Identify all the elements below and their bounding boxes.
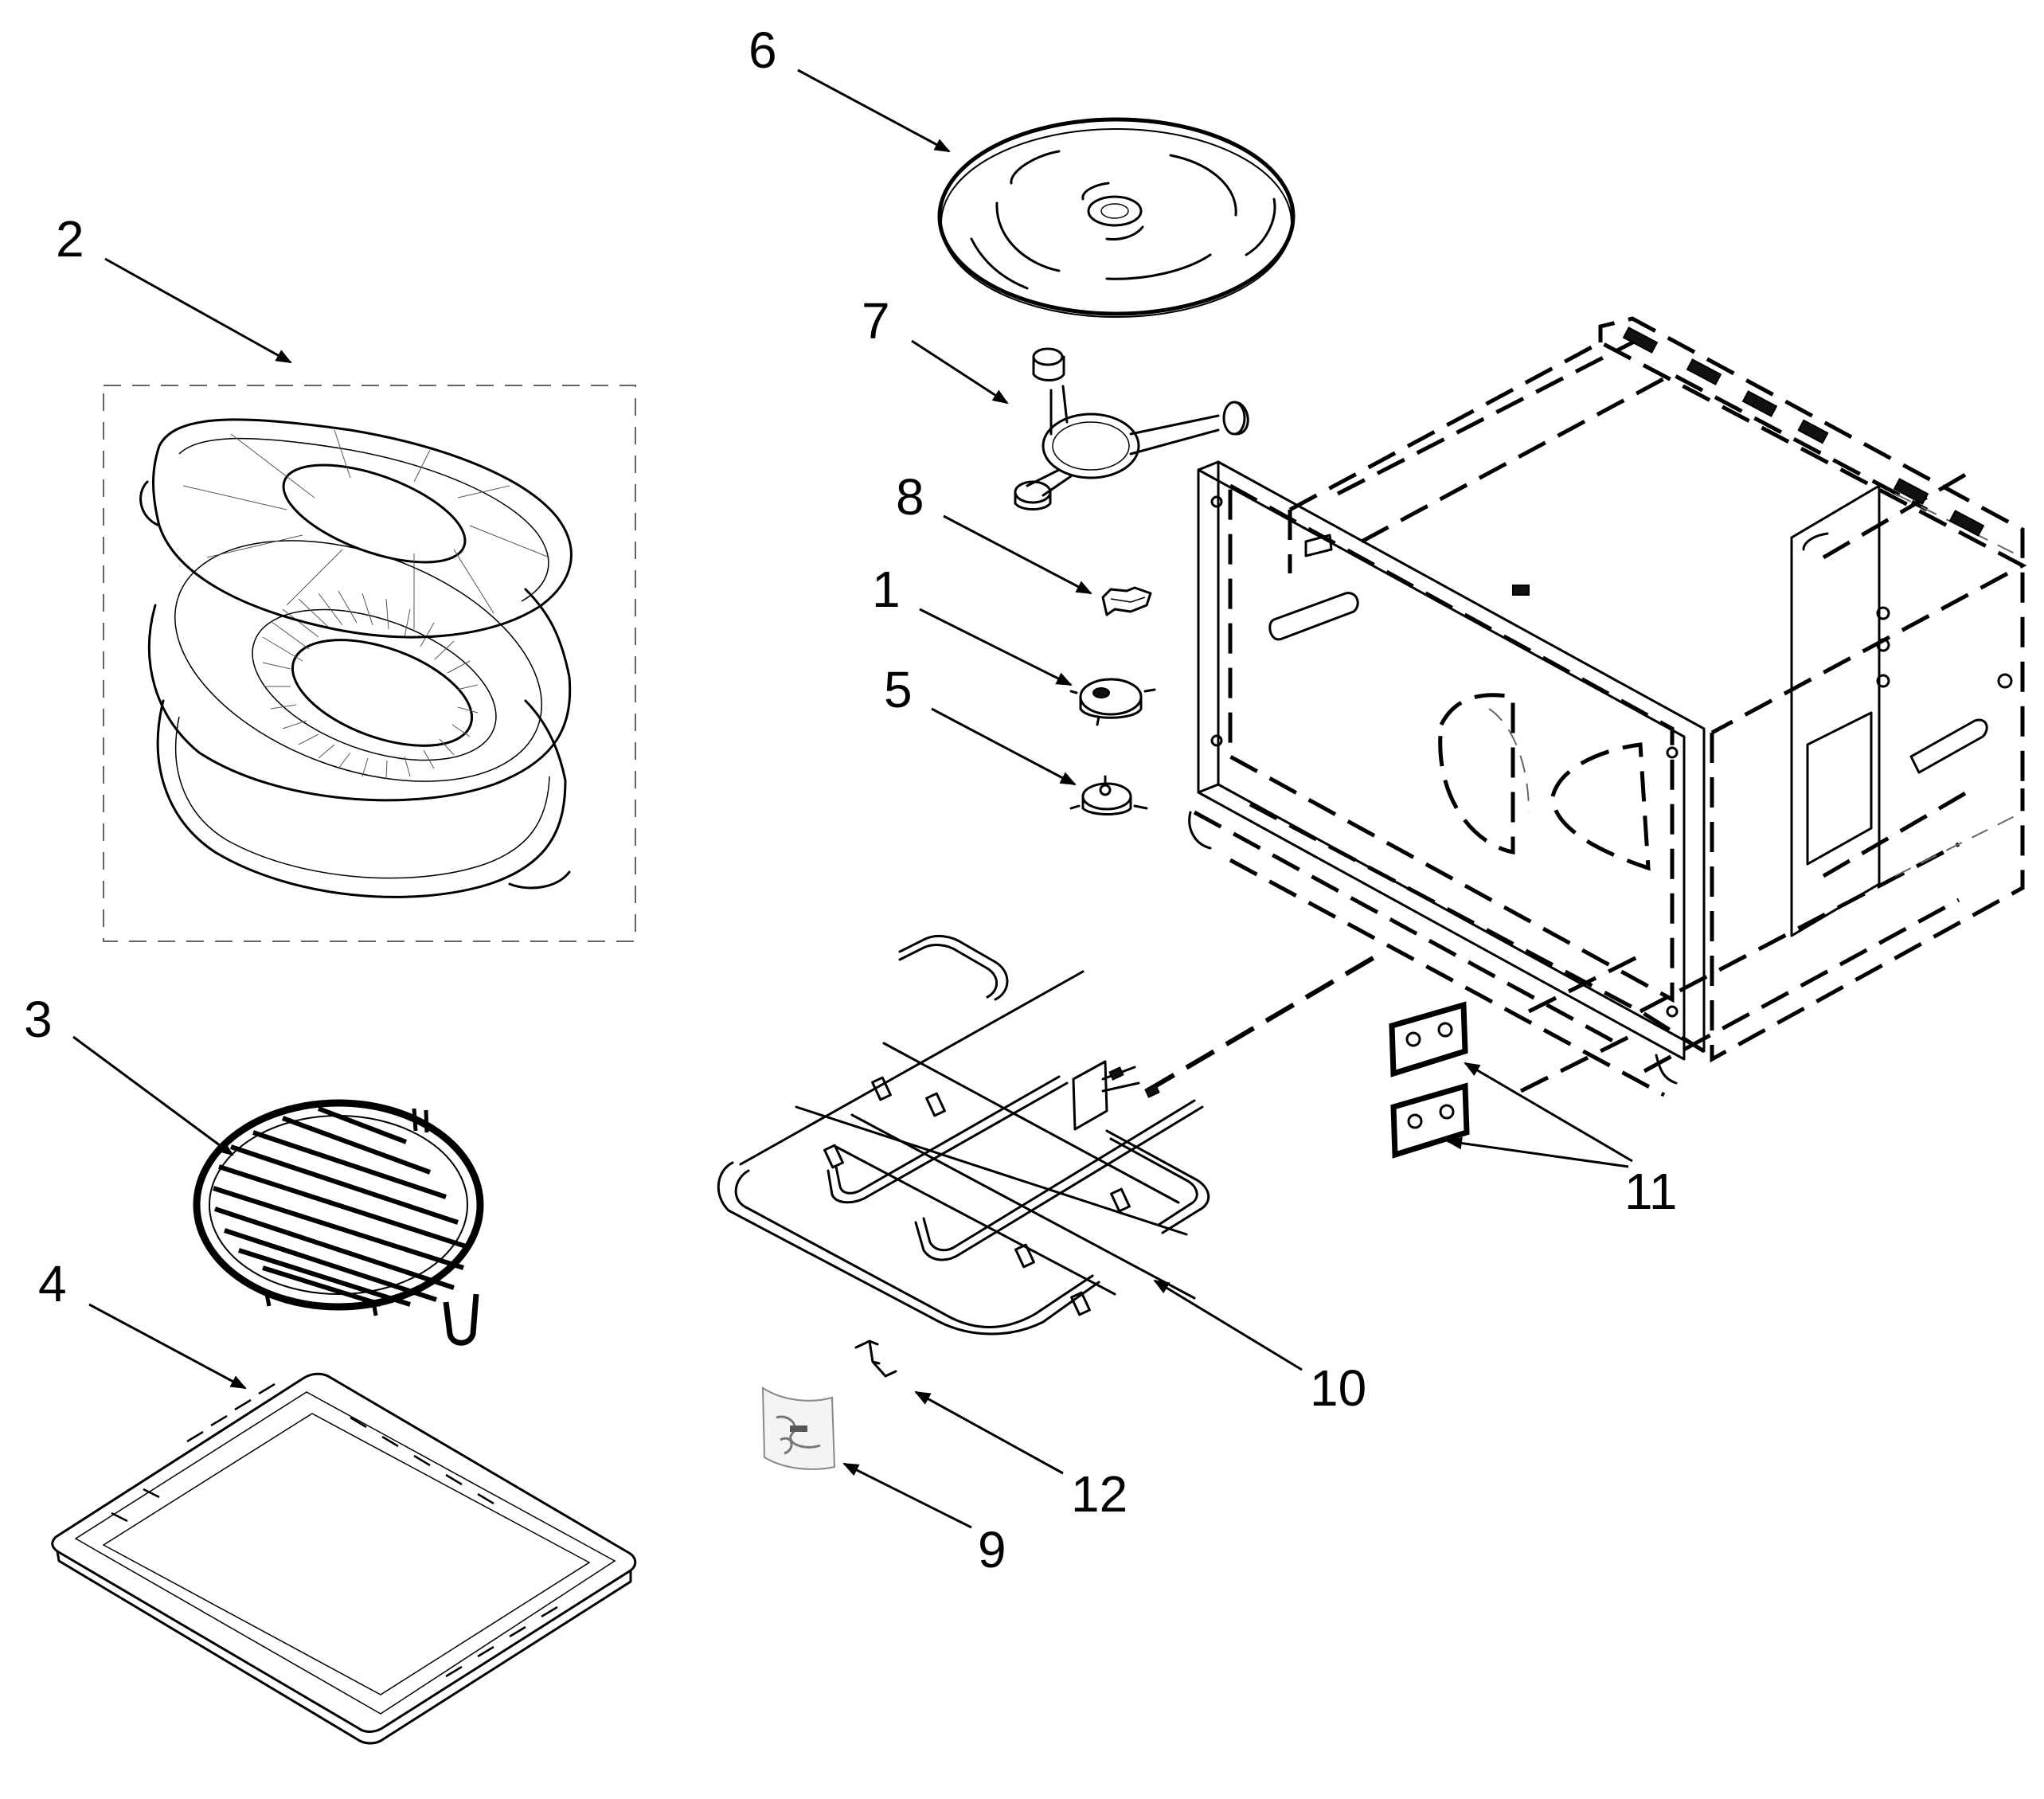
callout-4: 4 <box>38 1255 67 1312</box>
bracket <box>854 1339 897 1378</box>
turntable-motor <box>1069 678 1156 726</box>
callout-7: 7 <box>862 292 890 350</box>
callout-6: 6 <box>748 22 777 79</box>
label-sheet <box>761 1386 836 1470</box>
turntable-glass <box>937 117 1296 318</box>
pad-lower <box>1390 1082 1470 1159</box>
steamer-kit <box>103 385 636 942</box>
baking-tray <box>51 1372 637 1745</box>
oven-cavity <box>1188 316 2027 1097</box>
callout-12: 12 <box>1071 1465 1128 1523</box>
callout-9: 9 <box>978 1521 1006 1578</box>
pad-upper <box>1389 1001 1468 1077</box>
basket-ribs <box>262 590 479 780</box>
callout-10: 10 <box>1310 1359 1366 1417</box>
callout-2: 2 <box>56 210 84 268</box>
callout-1: 1 <box>872 561 901 618</box>
pad-guides <box>1519 949 1650 1093</box>
callout-3: 3 <box>24 991 53 1048</box>
fan-motor <box>1069 775 1148 815</box>
roller-ring <box>1014 347 1249 510</box>
leader-lines <box>72 68 1633 1529</box>
coupler <box>1101 586 1152 616</box>
round-rack <box>193 1099 484 1346</box>
callout-5: 5 <box>884 661 913 718</box>
callout-8: 8 <box>896 468 924 526</box>
assembly-axis <box>1145 949 1385 1093</box>
callout-11: 11 <box>1624 1163 1677 1220</box>
heating-element <box>717 934 1210 1336</box>
